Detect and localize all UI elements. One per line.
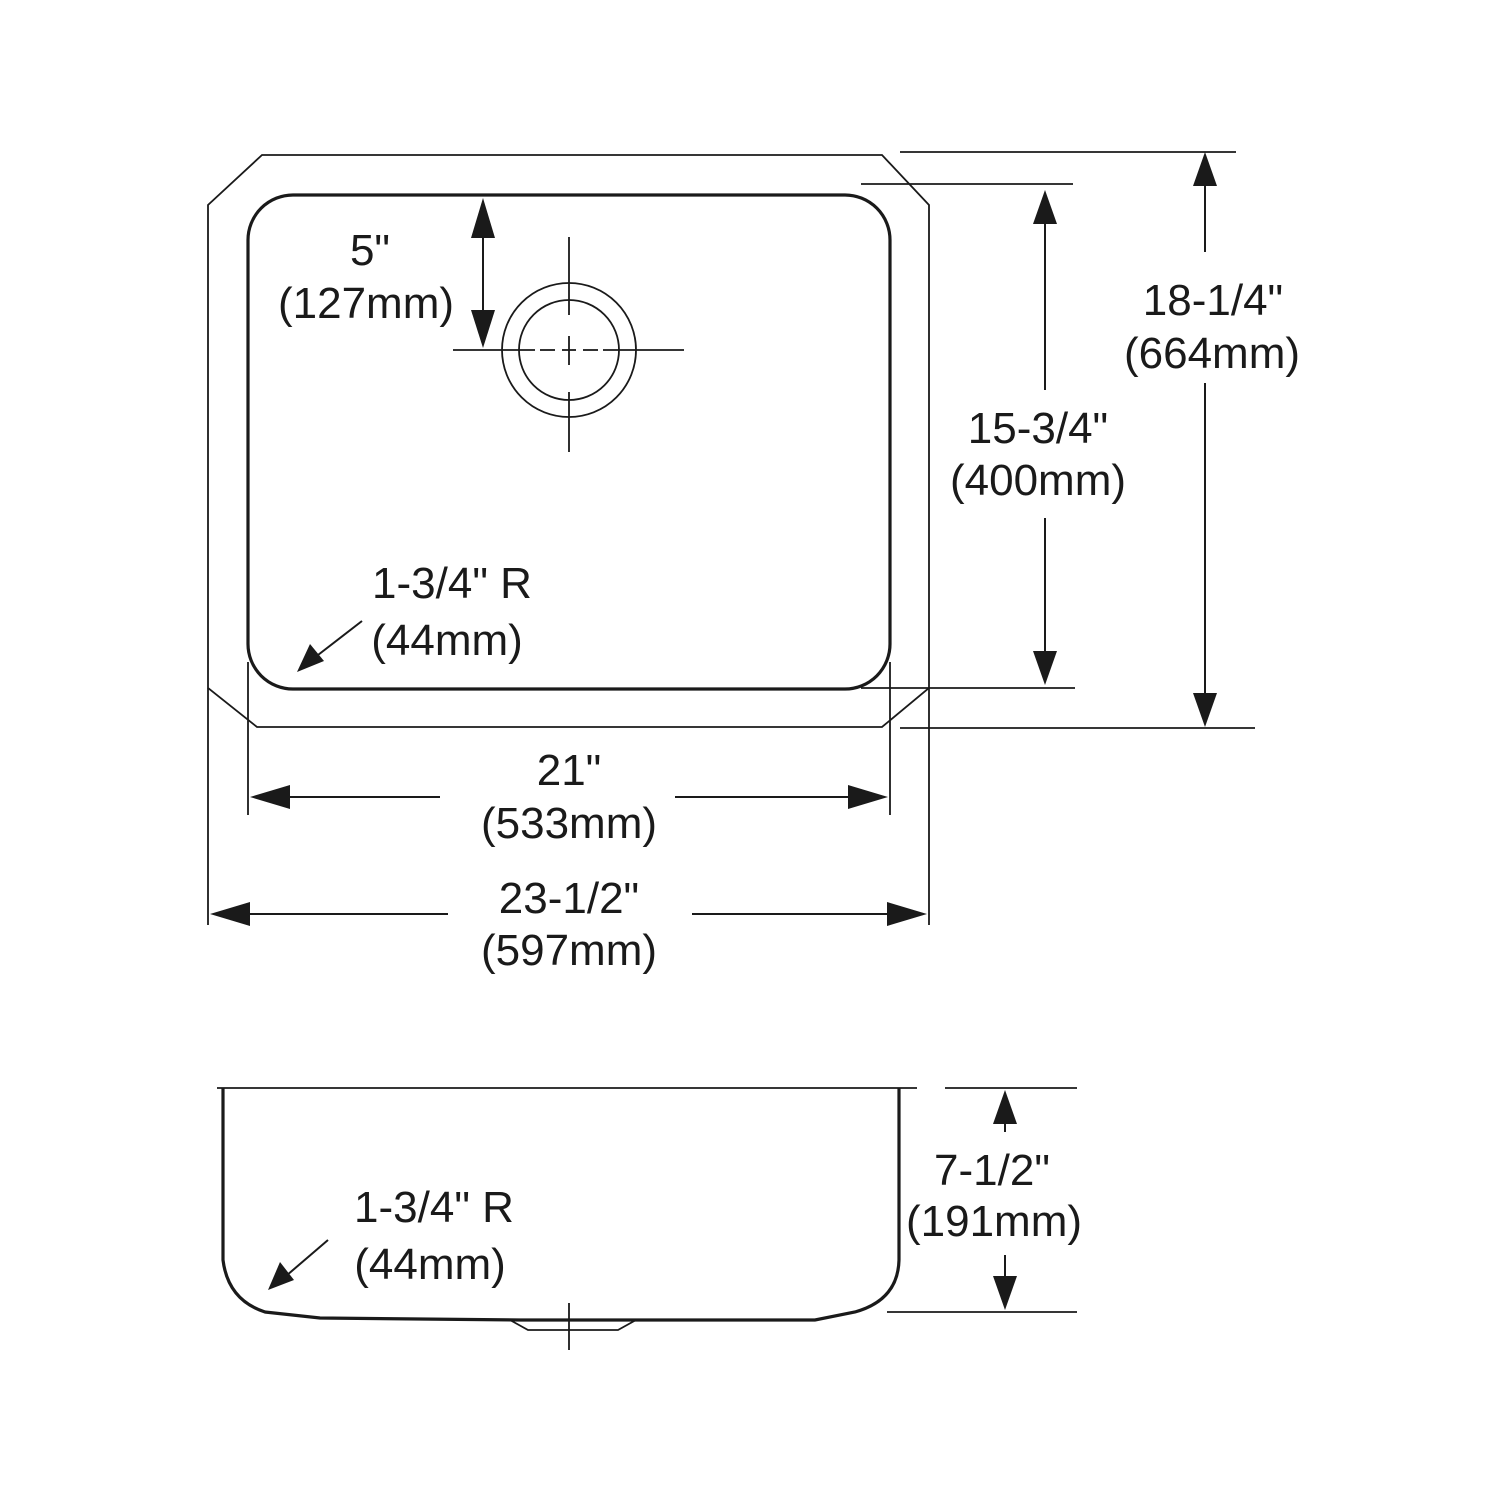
drain-offset-metric: (127mm) [278, 279, 454, 328]
side-view: 1-3/4" R (44mm) 7-1/2" (191mm) [217, 1087, 1082, 1350]
overall-front-to-back-dimension: 18-1/4" (664mm) [900, 151, 1300, 729]
bowl-front-to-back-imperial: 15-3/4" [968, 404, 1108, 453]
bowl-left-to-right-metric: (533mm) [481, 799, 657, 848]
drain-outlet-profile [509, 1319, 637, 1331]
bowl-front-to-back-metric: (400mm) [950, 456, 1126, 505]
bowl-depth-dimension: 7-1/2" (191mm) [887, 1087, 1082, 1313]
bowl-depth-metric: (191mm) [906, 1197, 1082, 1246]
overall-front-to-back-imperial: 18-1/4" [1143, 276, 1283, 325]
side-corner-radius-imperial: 1-3/4" R [354, 1183, 514, 1232]
top-corner-radius-callout: 1-3/4" R (44mm) [297, 559, 532, 672]
bowl-depth-imperial: 7-1/2" [934, 1146, 1050, 1195]
top-corner-radius-imperial: 1-3/4" R [372, 559, 532, 608]
overall-left-to-right-metric: (597mm) [481, 926, 657, 975]
outer-flange-outline [207, 154, 930, 728]
bowl-left-to-right-imperial: 21" [537, 746, 602, 795]
drain-offset-dimension: 5" (127mm) [278, 198, 495, 348]
bowl-outline [246, 193, 892, 691]
bowl-left-to-right-dimension: 21" (533mm) [247, 662, 891, 848]
bowl-profile-outline [221, 1088, 901, 1322]
top-corner-radius-metric: (44mm) [371, 616, 523, 665]
drain-icon [453, 237, 684, 452]
side-corner-radius-callout: 1-3/4" R (44mm) [268, 1183, 514, 1290]
top-view: 5" (127mm) 1-3/4" R (44mm) 15-3/4" (400m… [207, 151, 1300, 975]
drain-offset-imperial: 5" [350, 226, 390, 275]
side-corner-radius-metric: (44mm) [354, 1240, 506, 1289]
bowl-front-to-back-dimension: 15-3/4" (400mm) [861, 183, 1126, 689]
overall-left-to-right-imperial: 23-1/2" [499, 874, 639, 923]
overall-front-to-back-metric: (664mm) [1124, 329, 1300, 378]
overall-left-to-right-dimension: 23-1/2" (597mm) [207, 688, 930, 975]
